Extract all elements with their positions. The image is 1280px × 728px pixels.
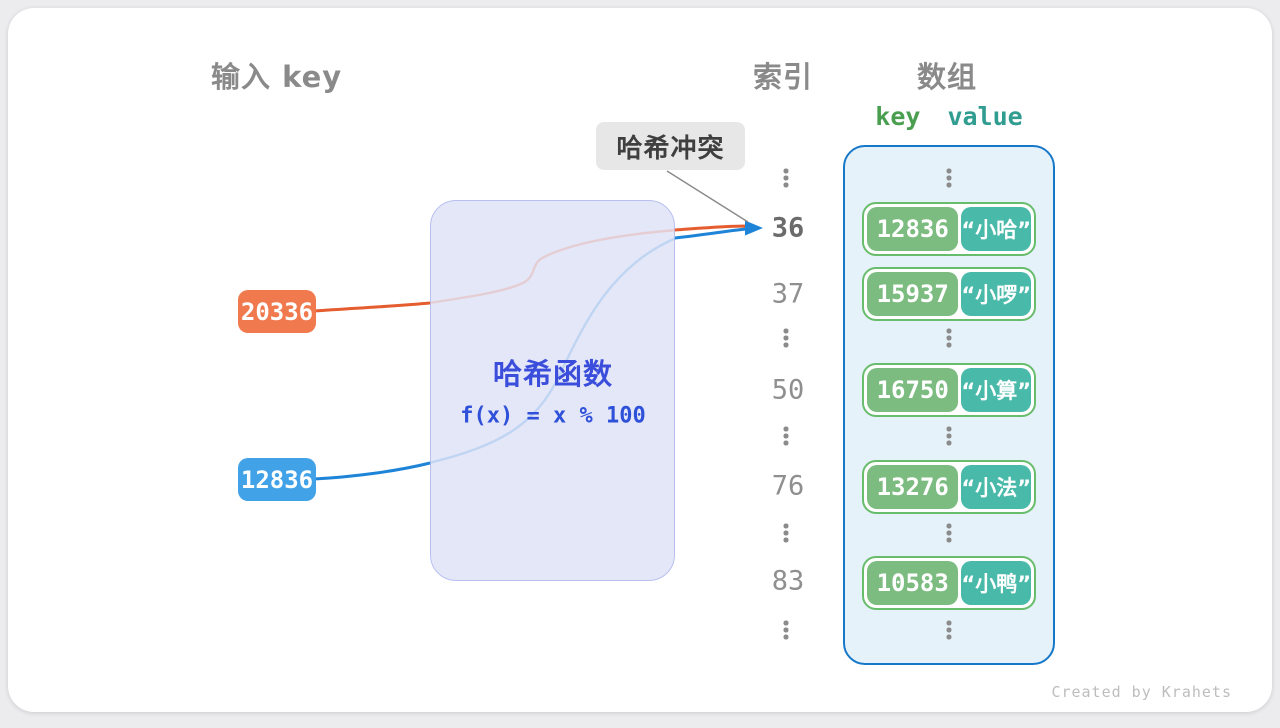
- index-ellipsis: [783, 328, 789, 341]
- array-ellipsis: [946, 168, 952, 181]
- index-ellipsis: [783, 620, 789, 633]
- index-header: 索引: [752, 60, 814, 94]
- key-value-header: key value: [875, 102, 1022, 131]
- index-value-83: 83: [771, 565, 805, 597]
- index-value-36: 36: [771, 212, 805, 244]
- array-entry-row: 10583 “小鸭”: [862, 556, 1036, 610]
- index-value-76: 76: [771, 470, 805, 502]
- input-key-header: 输入 key: [211, 60, 343, 94]
- hash-collision-label: 哈希冲突: [596, 122, 745, 170]
- array-entry-row: 13276 “小法”: [862, 460, 1036, 514]
- hash-function-formula: f(x) = x % 100: [460, 403, 646, 429]
- array-entry-row: 15937 “小啰”: [862, 267, 1036, 321]
- index-ellipsis: [783, 426, 789, 439]
- index-value-50: 50: [771, 374, 805, 406]
- entry-value: “小算”: [961, 368, 1031, 412]
- input-key-box-12836: 12836: [238, 458, 316, 501]
- watermark-credit: Created by Krahets: [1051, 683, 1232, 701]
- input-key-box-20336: 20336: [238, 290, 316, 333]
- array-ellipsis: [946, 523, 952, 536]
- entry-key: 15937: [867, 272, 959, 316]
- value-column-label: value: [947, 102, 1023, 131]
- hash-function-title: 哈希函数: [492, 357, 614, 391]
- diagram-card: 输入 key 索引 数组 key value 哈希冲突 哈希函数 f(x) = …: [8, 8, 1272, 712]
- arrow-head: [745, 220, 763, 236]
- index-ellipsis: [783, 168, 789, 181]
- array-ellipsis: [946, 328, 952, 341]
- entry-key: 16750: [867, 368, 959, 412]
- array-entry-row: 16750 “小算”: [862, 363, 1036, 417]
- orange-curve-left: [313, 301, 431, 313]
- entry-value: “小鸭”: [961, 561, 1031, 605]
- collision-pointer-line: [666, 170, 749, 223]
- entry-value: “小啰”: [961, 272, 1031, 316]
- array-ellipsis: [946, 620, 952, 633]
- array-ellipsis: [946, 426, 952, 439]
- orange-curve-right: [674, 224, 748, 232]
- index-ellipsis: [783, 523, 789, 536]
- entry-key: 12836: [867, 207, 959, 251]
- entry-value: “小哈”: [961, 207, 1031, 251]
- entry-key: 10583: [867, 561, 959, 605]
- key-column-label: key: [875, 102, 921, 131]
- array-entry-row: 12836 “小哈”: [862, 202, 1036, 256]
- entry-key: 13276: [867, 465, 959, 509]
- index-value-37: 37: [771, 278, 805, 310]
- hash-function-box: [430, 200, 675, 581]
- array-header: 数组: [916, 60, 978, 94]
- blue-curve-right: [674, 227, 747, 240]
- entry-value: “小法”: [961, 465, 1031, 509]
- blue-curve-left: [313, 461, 431, 481]
